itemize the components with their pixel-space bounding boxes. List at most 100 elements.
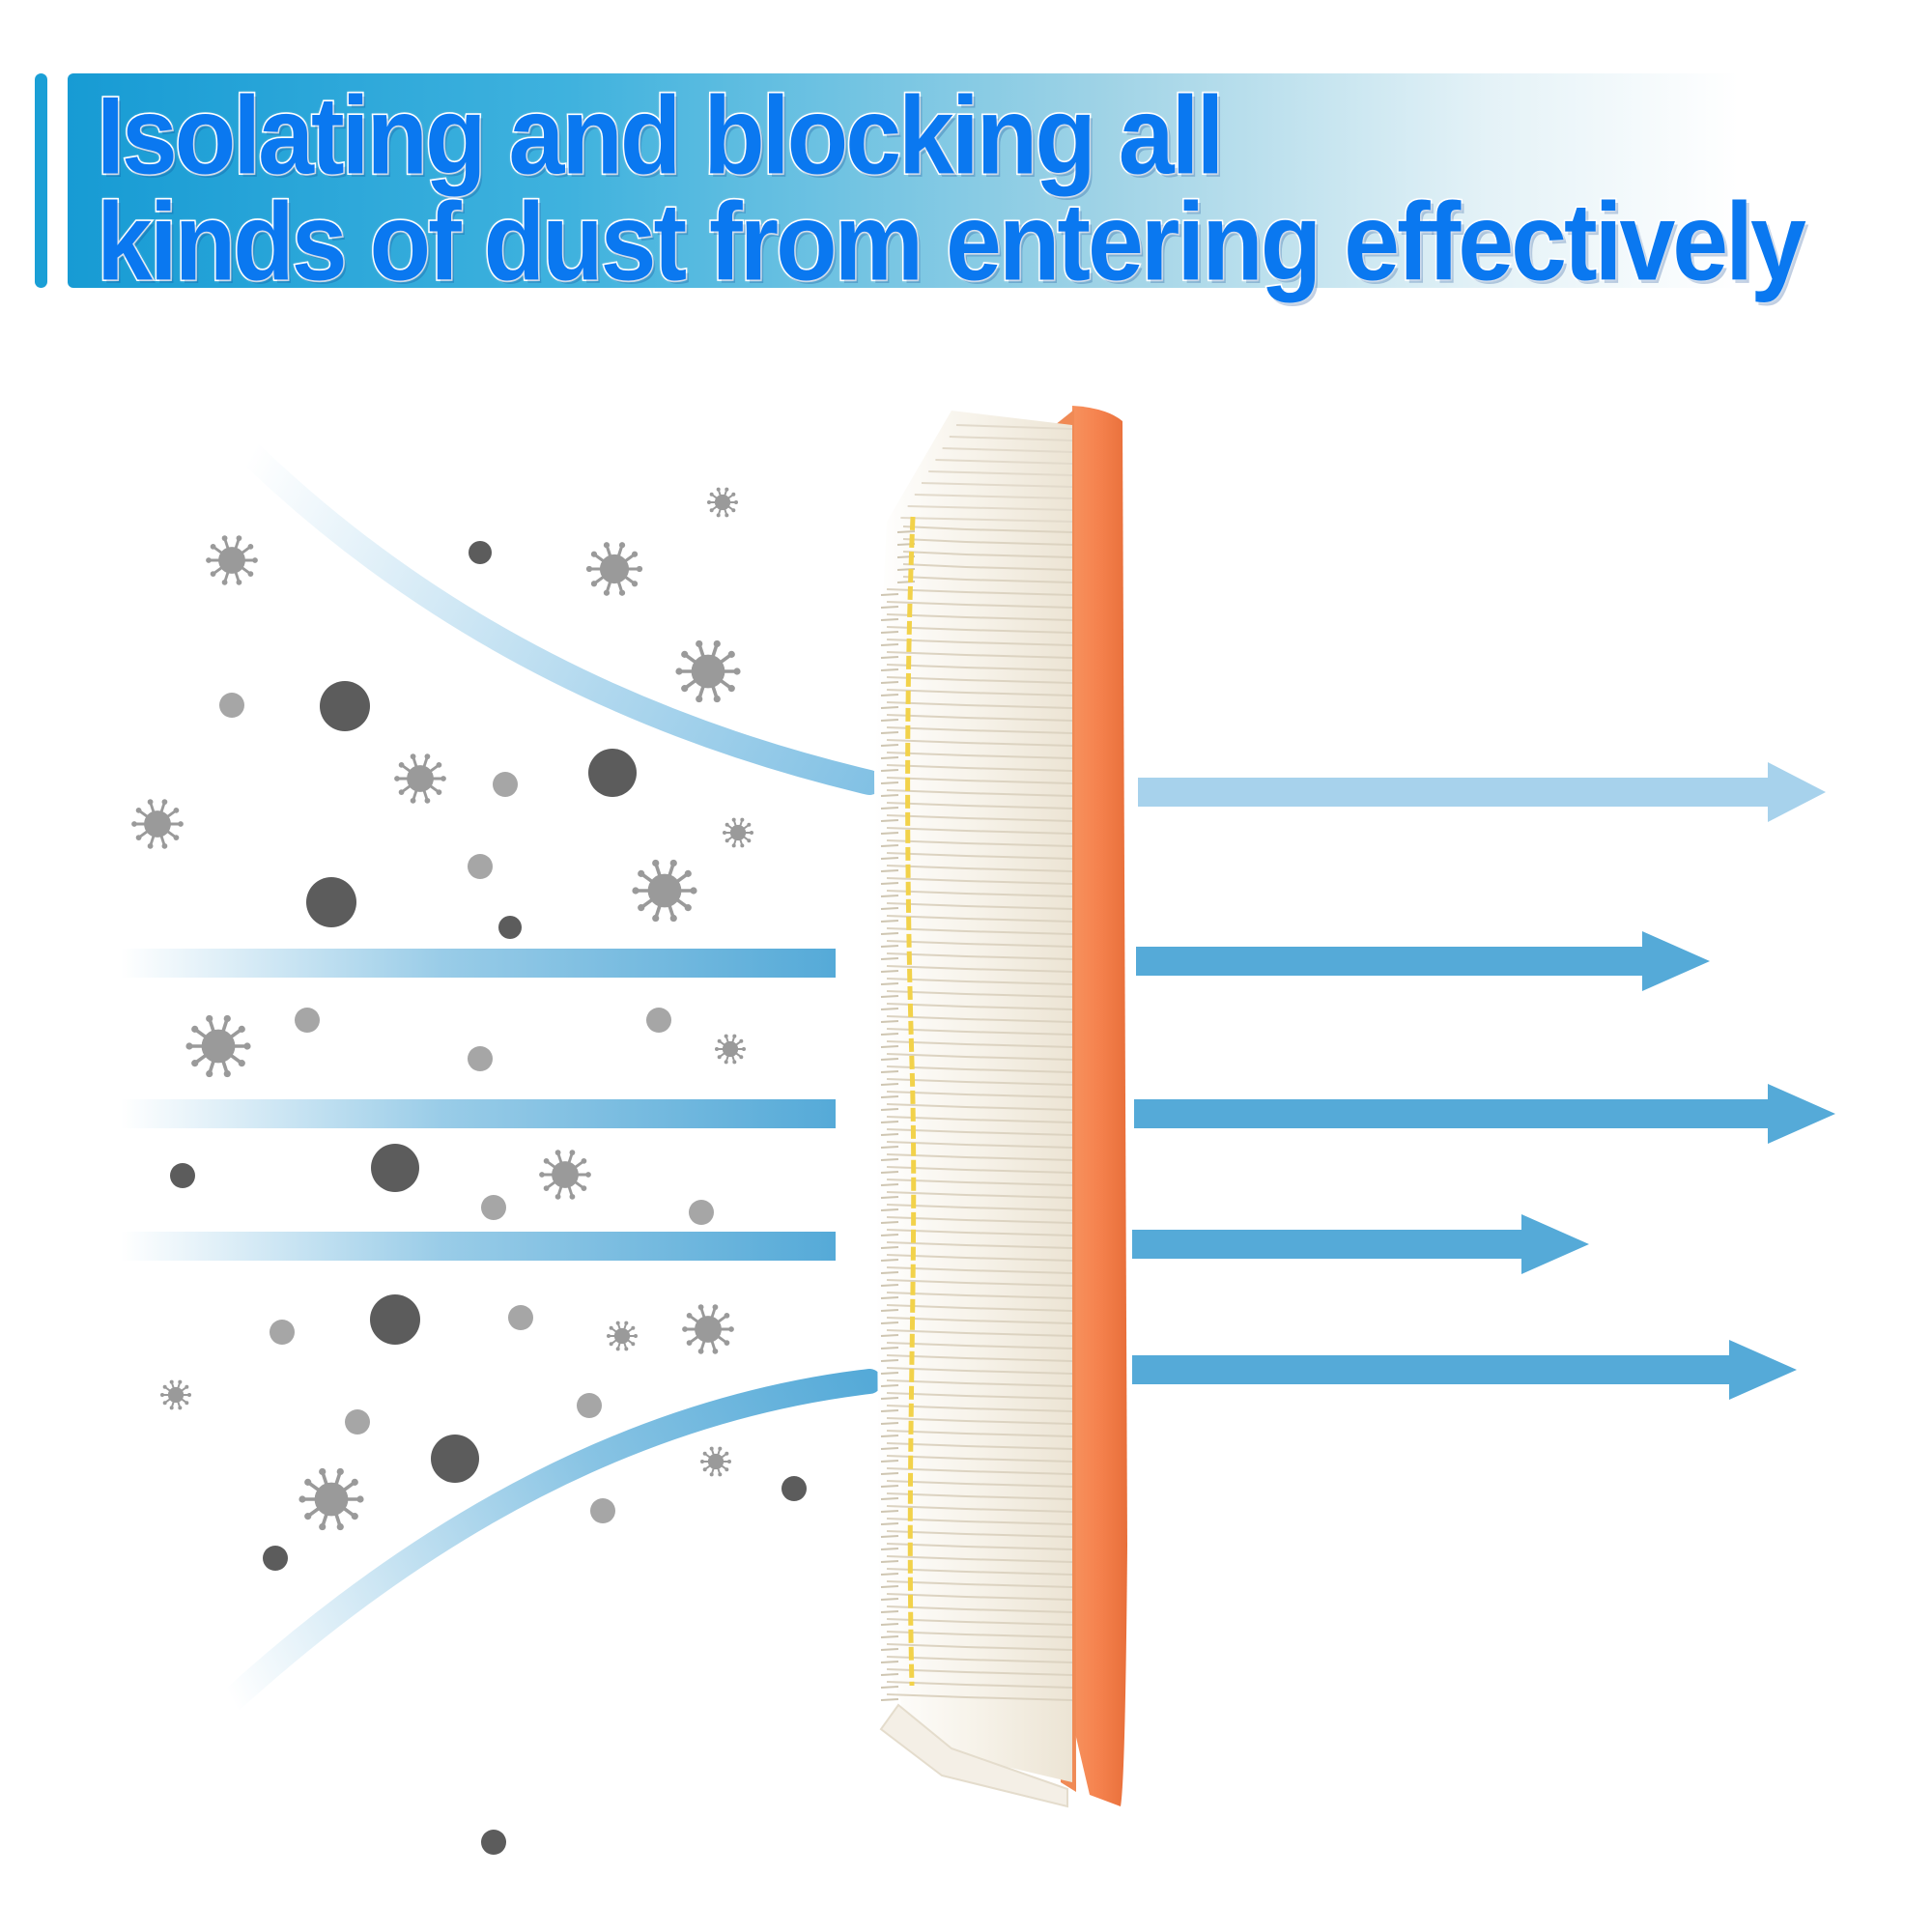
filter-pleat <box>886 777 1073 784</box>
filter-pleat <box>886 877 1073 885</box>
air-filter <box>874 406 1127 1808</box>
filter-frame-rim <box>1070 406 1127 1806</box>
filter-pleat <box>886 588 1073 596</box>
filter-pleat <box>886 739 1073 747</box>
germ-icon <box>185 1014 251 1078</box>
dust-particle-icon <box>371 1144 419 1192</box>
dust-particle-icon <box>468 1046 493 1071</box>
filter-pleat <box>886 1480 1073 1488</box>
filter-pleat <box>886 839 1073 847</box>
headline-banner <box>68 73 1739 288</box>
headline-line-2: kinds of dust from entering effectively <box>96 181 1808 304</box>
dust-particle-icon <box>468 854 493 879</box>
filter-pleat <box>886 1492 1073 1500</box>
arrow-right-icon <box>1136 931 1710 991</box>
arrow-right-icon <box>1132 1214 1589 1274</box>
filter-pleat <box>886 726 1073 734</box>
filter-pleat <box>886 1580 1073 1588</box>
dust-particle-icon <box>295 1008 320 1033</box>
filter-pleat <box>900 517 1073 523</box>
dust-particle-icon <box>577 1393 602 1418</box>
filter-pleat <box>886 1555 1073 1563</box>
dust-particle-icon <box>469 541 492 564</box>
filter-pleat <box>886 915 1073 923</box>
filter-pleat <box>914 494 1073 499</box>
dust-particle-icon <box>646 1008 671 1033</box>
filter-pleat <box>886 978 1073 985</box>
filter-pleat <box>886 927 1073 935</box>
filter-pleat <box>886 676 1073 684</box>
incoming-air-stream-2 <box>121 1099 836 1128</box>
filter-pleat <box>886 814 1073 822</box>
filter-pleat <box>886 1015 1073 1023</box>
dust-and-germs <box>131 487 807 1855</box>
filter-pleat <box>886 1618 1073 1626</box>
filter-pleat <box>886 1605 1073 1613</box>
filter-pleat <box>886 852 1073 860</box>
filter-end-cap <box>879 1703 1068 1808</box>
filter-pleat <box>902 551 1073 558</box>
filter-pleat <box>886 689 1073 696</box>
filter-pleat <box>886 1693 1073 1701</box>
pleat-glue-line <box>905 516 917 1687</box>
filter-pleat <box>921 482 1073 488</box>
filter-pleat <box>886 601 1073 609</box>
filter-pleat <box>886 651 1073 659</box>
filter-pleat <box>886 1455 1073 1463</box>
filter-pleat <box>886 664 1073 671</box>
filter-pleat <box>886 1417 1073 1425</box>
filter-pleat <box>886 990 1073 998</box>
filter-pleat <box>886 1643 1073 1651</box>
filter-pleat <box>886 1530 1073 1538</box>
germ-icon <box>607 1321 638 1351</box>
dust-particle-icon <box>370 1294 420 1345</box>
filter-pleat <box>886 639 1073 646</box>
filter-pleat <box>949 436 1073 441</box>
germ-icon <box>707 487 738 518</box>
germ-icon <box>131 799 184 849</box>
headline-line-1: Isolating and blocking all <box>96 74 1226 198</box>
outgoing-clean-air <box>1132 762 1835 1400</box>
filter-pleat <box>902 576 1073 583</box>
filter-pleat <box>886 1103 1073 1111</box>
dust-particle-icon <box>498 916 522 939</box>
filter-pleat <box>886 764 1073 772</box>
germ-icon <box>539 1150 591 1200</box>
filter-pleat <box>886 1003 1073 1010</box>
germ-icon <box>394 753 446 804</box>
filter-pleat <box>935 459 1073 465</box>
arrow-right-icon <box>1132 1340 1797 1400</box>
dust-particle-icon <box>481 1195 506 1220</box>
banner-accent-bar <box>35 73 47 288</box>
filter-pleat <box>886 1329 1073 1337</box>
arrow-right-icon <box>1134 1084 1835 1144</box>
filter-pleat <box>886 865 1073 872</box>
filter-pleat <box>886 1467 1073 1475</box>
dust-particle-icon <box>219 693 244 718</box>
dust-particle-icon <box>493 772 518 797</box>
germ-icon <box>585 542 643 596</box>
germ-icon <box>298 1467 364 1531</box>
filter-pleat <box>886 827 1073 835</box>
germ-icon <box>723 817 753 848</box>
filter-pleat <box>886 940 1073 948</box>
filter-pleat <box>886 1191 1073 1199</box>
arrow-right-icon <box>1138 762 1826 822</box>
filter-pleat <box>886 1568 1073 1576</box>
germ-icon <box>715 1034 746 1065</box>
dust-particle-icon <box>508 1305 533 1330</box>
dust-particle-icon <box>590 1498 615 1523</box>
filter-pleat <box>886 752 1073 759</box>
incoming-airflow <box>121 441 882 1713</box>
filter-pleat <box>928 470 1073 476</box>
filter-pleat <box>886 802 1073 810</box>
germ-icon <box>675 639 741 703</box>
dust-particle-icon <box>170 1163 195 1188</box>
filter-pleat <box>886 1543 1073 1550</box>
filter-pleat <box>886 1053 1073 1061</box>
germ-icon <box>632 859 697 923</box>
filter-pleat <box>886 1593 1073 1601</box>
filter-pleat <box>886 789 1073 797</box>
dust-particle-icon <box>431 1435 479 1483</box>
filter-pleat <box>886 902 1073 910</box>
